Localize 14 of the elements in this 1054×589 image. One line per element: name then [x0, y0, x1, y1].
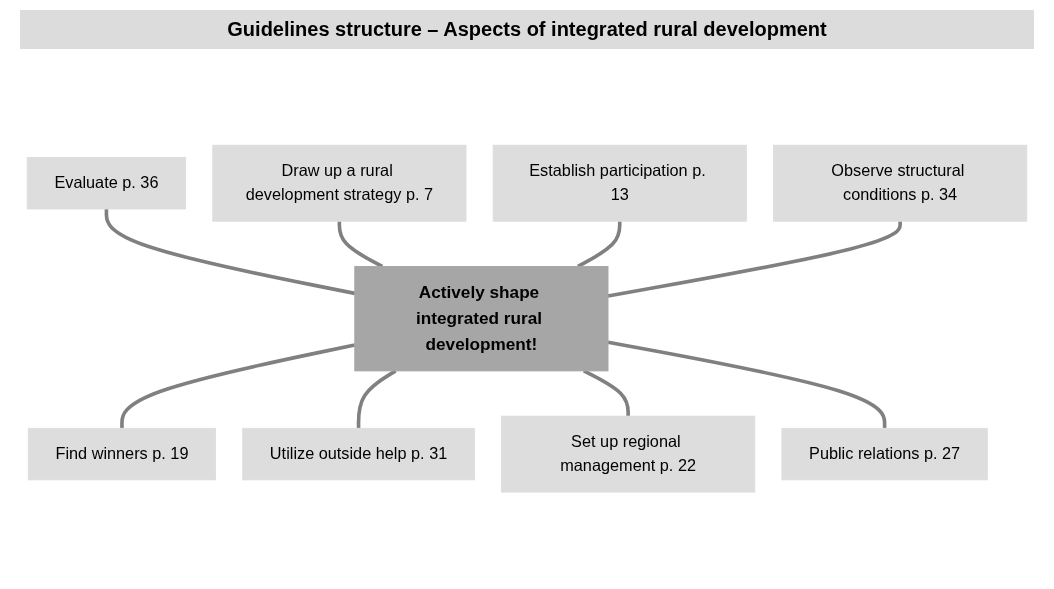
- node-box: Utilize outside help p. 31: [242, 428, 475, 481]
- node-box: Actively shape integrated rural development!: [354, 266, 609, 372]
- connector: [607, 340, 887, 429]
- node-box: Evaluate p. 36: [26, 157, 187, 210]
- node-box: Draw up a rural development strategy p. 7: [212, 145, 467, 222]
- title-banner: Guidelines structure – Aspects of integrated rural development: [20, 10, 1034, 49]
- node-box: Set up regional management p. 22: [501, 416, 756, 493]
- connector: [607, 221, 902, 299]
- node-box: Find winners p. 19: [27, 428, 217, 481]
- node-box: Observe structural conditions p. 34: [773, 145, 1028, 222]
- connector: [104, 209, 356, 296]
- node-box: Public relations p. 27: [781, 428, 988, 481]
- connector: [120, 343, 356, 429]
- node-box: Establish participation p. 13: [492, 145, 747, 222]
